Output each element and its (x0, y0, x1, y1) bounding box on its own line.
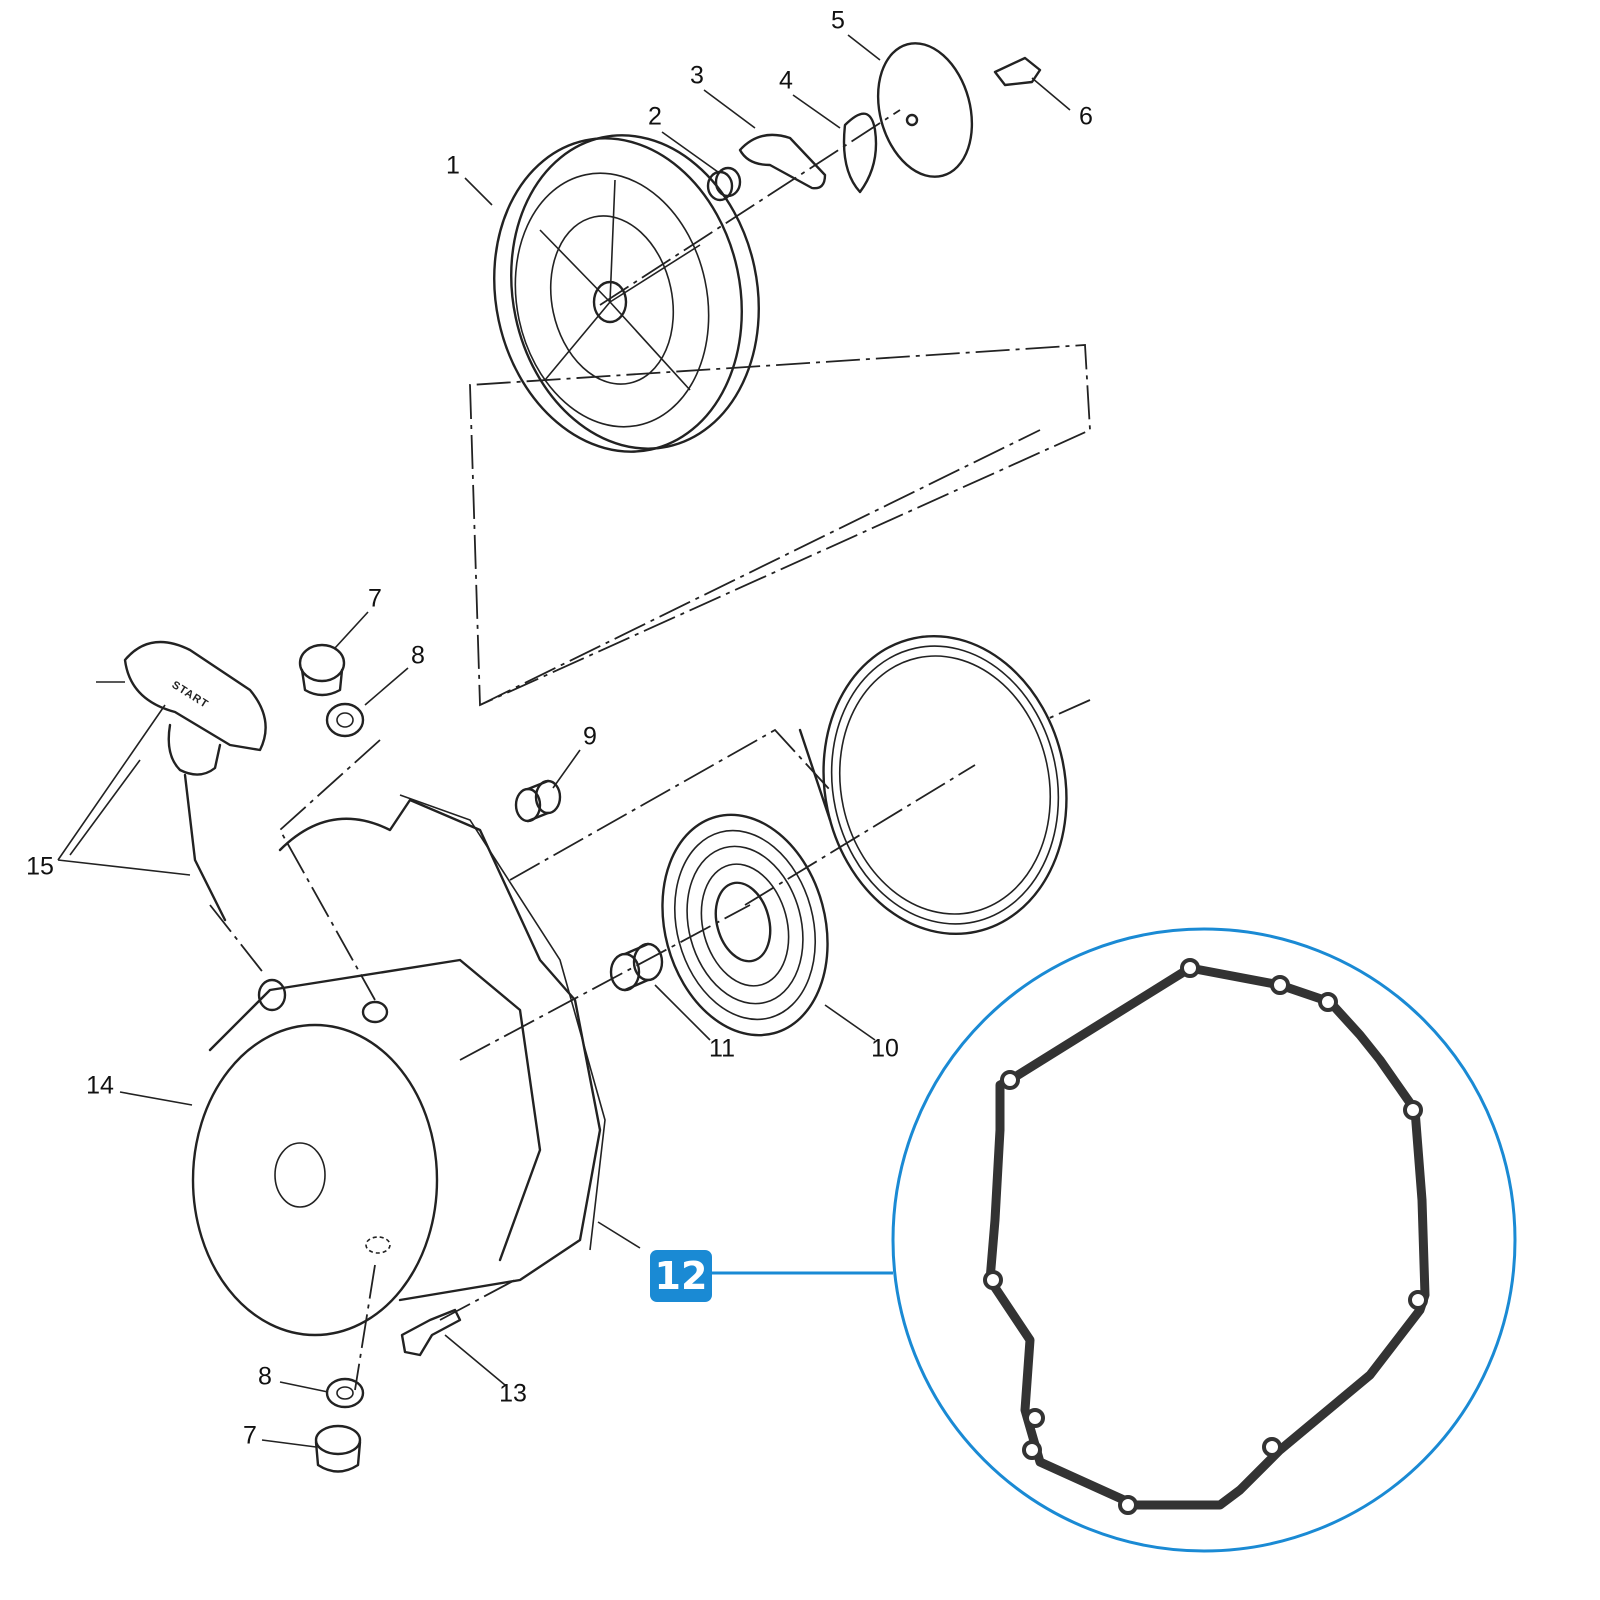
assembly-guide-lines (209, 109, 1091, 1391)
part-spring (706, 166, 742, 202)
callout-10: 10 (871, 1035, 899, 1063)
callout-13: 13 (499, 1380, 527, 1408)
handle-lettering: START (170, 679, 211, 711)
part-pulley (493, 134, 760, 453)
callout-9: 9 (583, 723, 597, 751)
callout-7-lower: 7 (243, 1422, 257, 1450)
callout-14: 14 (86, 1072, 114, 1100)
part-bolt-13 (400, 1308, 462, 1357)
part-bolt-6 (993, 56, 1042, 87)
gasket-inset (891, 927, 1517, 1553)
part-bushing-9 (514, 779, 562, 823)
part-rope-coil (798, 634, 1068, 936)
callout-labels: 1 2 3 4 5 6 7 8 9 10 11 13 14 15 8 7 (26, 7, 1093, 1450)
callout-11: 11 (709, 1035, 735, 1063)
callout-1: 1 (446, 152, 460, 180)
part-plate (876, 42, 974, 178)
callout-8: 8 (411, 642, 425, 670)
part-pawl (738, 133, 827, 190)
callout-8-lower: 8 (258, 1363, 272, 1391)
part-bushing-11 (609, 942, 664, 992)
part-washer-8-lower (325, 1377, 365, 1409)
callout-7: 7 (368, 585, 382, 613)
inset-circle (891, 927, 1517, 1553)
leader-lines (57, 34, 1071, 1448)
gasket-12 (985, 963, 1430, 1510)
callout-2: 2 (648, 103, 662, 131)
part-clip (842, 112, 878, 194)
part-plug-7-upper (298, 643, 346, 697)
part-plug-7-lower (314, 1424, 362, 1473)
callout-3: 3 (690, 62, 704, 90)
callout-15: 15 (26, 853, 54, 881)
callout-6: 6 (1079, 103, 1093, 131)
part-starter-handle: START (123, 640, 267, 922)
callout-4: 4 (779, 67, 793, 95)
highlight-badge-12: 12 (650, 1250, 712, 1302)
part-spiral-spring (661, 813, 829, 1037)
part-washer-8-upper (325, 702, 365, 738)
part-starter-cover (191, 794, 606, 1337)
callout-5: 5 (831, 7, 845, 35)
